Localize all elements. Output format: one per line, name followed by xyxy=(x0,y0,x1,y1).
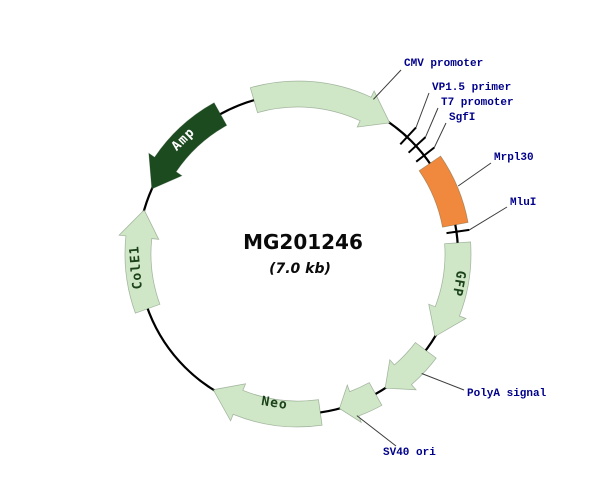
label-mrpl30-orf: Mrpl30 xyxy=(494,152,534,164)
label-gfp-tag: GFP xyxy=(449,269,468,298)
leader-mlui-site xyxy=(469,206,508,231)
leader-sv40-ori xyxy=(356,415,397,447)
leader-vp15-primer xyxy=(415,92,430,128)
leader-t7-promoter xyxy=(425,107,439,138)
feature-amp-marker xyxy=(148,102,228,190)
leader-cmv-promoter xyxy=(373,69,402,100)
feature-mrpl30-orf xyxy=(418,155,469,228)
label-mlui-site: MluI xyxy=(510,197,536,209)
label-t7-promoter: T7 promoter xyxy=(441,97,514,109)
tick-sgfi-site xyxy=(415,146,435,163)
label-cmv-promoter: CMV promoter xyxy=(404,58,483,70)
plasmid-size: (7.0 kb) xyxy=(269,261,331,277)
tick-t7-promoter xyxy=(407,136,427,154)
tick-mlui-site xyxy=(446,228,470,235)
label-cole1-origin: ColE1 xyxy=(127,245,146,290)
leader-mrpl30-orf xyxy=(457,162,492,187)
feature-cole1-origin xyxy=(118,209,161,314)
label-sgfi-site: SgfI xyxy=(449,112,475,124)
restriction-ticks-group xyxy=(399,126,470,235)
label-vp15-primer: VP1.5 primer xyxy=(432,82,511,94)
feature-polya-signal xyxy=(384,341,437,391)
feature-cmv-promoter xyxy=(249,80,391,128)
label-neo-marker: Neo xyxy=(260,394,289,413)
tick-vp15-primer xyxy=(399,126,417,145)
plasmid-title: MG201246 xyxy=(243,230,363,254)
leader-sgfi-site xyxy=(433,122,447,148)
label-sv40-ori: SV40 ori xyxy=(383,447,436,459)
feature-gfp-tag xyxy=(428,241,472,337)
feature-arrows-group xyxy=(118,80,472,428)
leader-lines-group xyxy=(356,69,508,447)
feature-sv40-ori xyxy=(338,382,383,424)
leader-polya-signal xyxy=(421,373,465,391)
feature-neo-marker xyxy=(212,383,323,428)
label-polya-signal: PolyA signal xyxy=(467,388,547,400)
